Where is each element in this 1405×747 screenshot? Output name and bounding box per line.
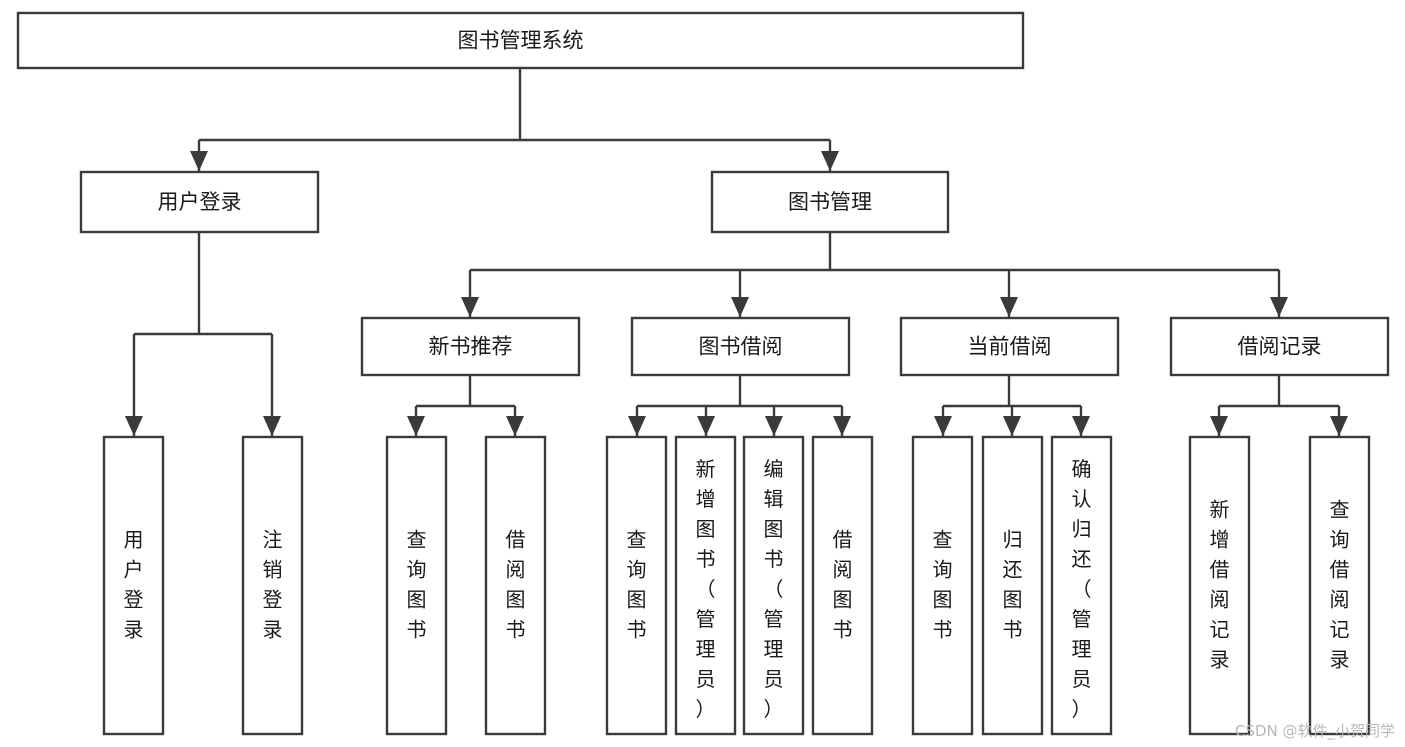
node-box-leaf-query-book-recommend <box>385 435 448 736</box>
node-box-user-login <box>79 170 320 234</box>
node-box-leaf-user-login <box>102 435 165 736</box>
csdn-watermark: CSDN @软件_小贺同学 <box>1234 722 1395 740</box>
node-book-manage[interactable]: 图书管理 <box>710 170 950 234</box>
connector-bookmanage-to-level2 <box>461 232 1288 317</box>
node-leaf-return-book[interactable]: 归还图书 <box>981 435 1044 736</box>
node-box-root <box>16 11 1025 70</box>
node-label-leaf-borrow-book: 借阅图书 <box>833 527 853 641</box>
node-box-leaf-query-borrow-record <box>1308 435 1371 736</box>
connector-recommend-to-leaves <box>407 375 524 436</box>
node-box-leaf-query-book-borrow <box>605 435 668 736</box>
node-label-leaf-query-book-recommend: 查询图书 <box>407 527 427 641</box>
node-box-leaf-confirm-return <box>1050 435 1113 736</box>
node-label-leaf-add-borrow-record: 新增借阅记录 <box>1210 497 1230 671</box>
connector-layer <box>125 68 1348 436</box>
node-box-leaf-edit-book <box>742 435 805 736</box>
node-box-borrow-record <box>1169 316 1390 377</box>
node-box-book-borrow <box>630 316 851 377</box>
node-label-user-login: 用户登录 <box>158 190 242 214</box>
arrow-head-icon <box>1330 416 1348 436</box>
node-layer: 图书管理系统用户登录图书管理新书推荐图书借阅当前借阅借阅记录用户登录注销登录查询… <box>16 11 1390 736</box>
node-box-leaf-logout <box>241 435 304 736</box>
node-box-leaf-borrow-book-recommend <box>484 435 547 736</box>
node-leaf-edit-book[interactable]: 编辑图书（管理员） <box>742 435 805 736</box>
node-label-leaf-borrow-book-recommend: 借阅图书 <box>506 527 526 641</box>
arrow-head-icon <box>1072 416 1090 436</box>
node-borrow-record[interactable]: 借阅记录 <box>1169 316 1390 377</box>
node-label-book-manage: 图书管理 <box>788 190 872 214</box>
node-root[interactable]: 图书管理系统 <box>16 11 1025 70</box>
node-leaf-add-book[interactable]: 新增图书（管理员） <box>674 435 737 736</box>
node-label-leaf-edit-book: 编辑图书（管理员） <box>764 457 784 721</box>
node-current-borrow[interactable]: 当前借阅 <box>899 316 1120 377</box>
node-leaf-add-borrow-record[interactable]: 新增借阅记录 <box>1188 435 1251 736</box>
node-box-leaf-return-book <box>981 435 1044 736</box>
node-leaf-query-book-borrow[interactable]: 查询图书 <box>605 435 668 736</box>
connector-userlogin-to-leaves <box>125 232 281 436</box>
node-label-leaf-query-book-borrow: 查询图书 <box>627 527 647 641</box>
arrow-head-icon <box>765 416 783 436</box>
node-box-leaf-add-book <box>674 435 737 736</box>
arrow-head-icon <box>697 416 715 436</box>
arrow-head-icon <box>461 297 479 317</box>
node-label-borrow-record: 借阅记录 <box>1238 335 1322 359</box>
node-label-leaf-query-borrow-record: 查询借阅记录 <box>1330 497 1350 671</box>
arrow-head-icon <box>934 416 952 436</box>
arrow-head-icon <box>506 416 524 436</box>
node-user-login[interactable]: 用户登录 <box>79 170 320 234</box>
node-label-current-borrow: 当前借阅 <box>968 335 1052 359</box>
arrow-head-icon <box>125 416 143 436</box>
arrow-head-icon <box>1000 297 1018 317</box>
node-label-root: 图书管理系统 <box>458 29 584 53</box>
node-leaf-query-borrow-record[interactable]: 查询借阅记录 <box>1308 435 1371 736</box>
node-box-new-book-recommend <box>360 316 581 377</box>
arrow-head-icon <box>731 297 749 317</box>
arrow-head-icon <box>833 416 851 436</box>
connector-currentborrow-to-leaves <box>934 375 1090 436</box>
node-label-leaf-confirm-return: 确认归还（管理员） <box>1072 457 1092 721</box>
node-leaf-user-login[interactable]: 用户登录 <box>102 435 165 736</box>
node-book-borrow[interactable]: 图书借阅 <box>630 316 851 377</box>
node-leaf-query-book-current[interactable]: 查询图书 <box>911 435 974 736</box>
node-label-leaf-add-book: 新增图书（管理员） <box>696 457 716 721</box>
arrow-head-icon <box>1003 416 1021 436</box>
node-label-book-borrow: 图书借阅 <box>699 335 783 359</box>
node-box-leaf-add-borrow-record <box>1188 435 1251 736</box>
node-label-leaf-return-book: 归还图书 <box>1003 527 1023 641</box>
node-label-leaf-user-login: 用户登录 <box>124 527 144 641</box>
node-leaf-logout[interactable]: 注销登录 <box>241 435 304 736</box>
arrow-head-icon <box>628 416 646 436</box>
arrow-head-icon <box>190 151 208 171</box>
node-leaf-query-book-recommend[interactable]: 查询图书 <box>385 435 448 736</box>
connector-bookborrow-to-leaves <box>628 375 851 436</box>
node-box-leaf-borrow-book <box>811 435 874 736</box>
node-leaf-borrow-book[interactable]: 借阅图书 <box>811 435 874 736</box>
node-box-current-borrow <box>899 316 1120 377</box>
arrow-head-icon <box>1270 297 1288 317</box>
arrow-head-icon <box>407 416 425 436</box>
connector-borrowrecord-to-leaves <box>1210 375 1348 436</box>
connector-root-to-level1 <box>190 68 839 171</box>
node-label-new-book-recommend: 新书推荐 <box>429 335 513 359</box>
node-leaf-borrow-book-recommend[interactable]: 借阅图书 <box>484 435 547 736</box>
node-label-leaf-query-book-current: 查询图书 <box>933 527 953 641</box>
node-box-leaf-query-book-current <box>911 435 974 736</box>
node-leaf-confirm-return[interactable]: 确认归还（管理员） <box>1050 435 1113 736</box>
arrow-head-icon <box>1210 416 1228 436</box>
arrow-head-icon <box>821 151 839 171</box>
node-label-leaf-logout: 注销登录 <box>263 527 283 641</box>
arrow-head-icon <box>263 416 281 436</box>
node-box-book-manage <box>710 170 950 234</box>
node-new-book-recommend[interactable]: 新书推荐 <box>360 316 581 377</box>
